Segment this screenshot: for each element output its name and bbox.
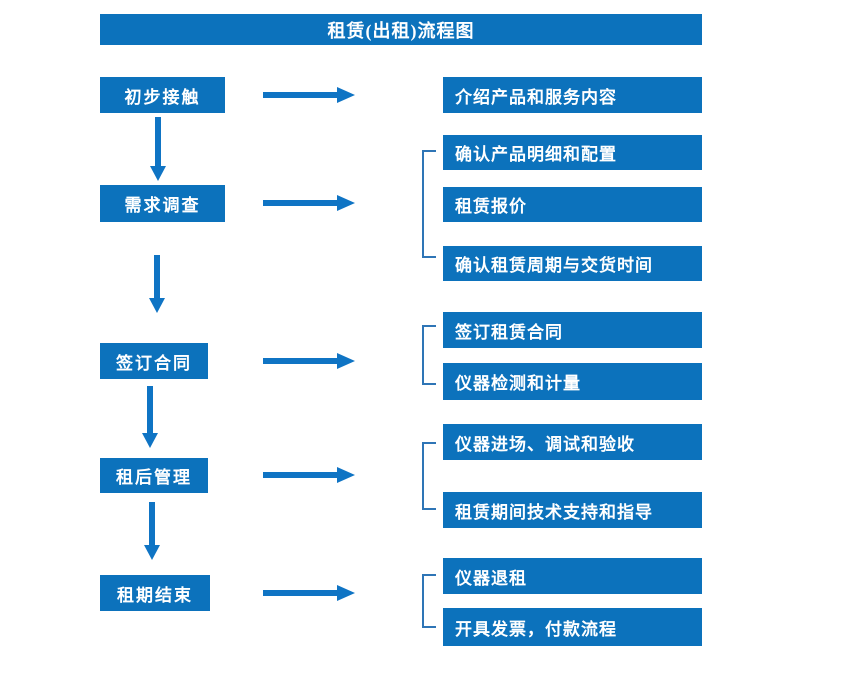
arrow-head — [144, 545, 160, 560]
arrow-down-icon-1 — [150, 117, 166, 181]
arrow-right-icon-4 — [263, 467, 355, 483]
arrow-shaft — [155, 117, 161, 166]
arrow-shaft — [263, 358, 337, 364]
arrow-right-icon-3 — [263, 353, 355, 369]
arrow-shaft — [263, 590, 337, 596]
arrow-right-icon-1 — [263, 87, 355, 103]
arrow-shaft — [154, 255, 160, 298]
output-box-confirm-period-delivery: 确认租赁周期与交货时间 — [443, 246, 702, 281]
arrow-shaft — [263, 200, 337, 206]
arrow-down-icon-4 — [144, 502, 160, 560]
bracket-group-post-rental — [422, 442, 436, 510]
arrow-head — [337, 585, 355, 601]
arrow-shaft — [263, 472, 337, 478]
step-box-sign-contract: 签订合同 — [100, 343, 208, 379]
output-box-instrument-return: 仪器退租 — [443, 558, 702, 594]
arrow-shaft — [147, 386, 153, 433]
arrow-head — [150, 166, 166, 181]
step-box-demand-survey: 需求调查 — [100, 185, 225, 222]
arrow-head — [149, 298, 165, 313]
bracket-group-demand-survey — [422, 150, 436, 258]
arrow-right-icon-5 — [263, 585, 355, 601]
step-box-post-rental-management: 租后管理 — [100, 458, 208, 493]
step-box-initial-contact: 初步接触 — [100, 77, 225, 113]
output-box-instrument-entry-acceptance: 仪器进场、调试和验收 — [443, 424, 702, 460]
output-box-confirm-details: 确认产品明细和配置 — [443, 135, 702, 170]
flowchart-title: 租赁(出租)流程图 — [100, 14, 702, 45]
arrow-down-icon-2 — [149, 255, 165, 313]
arrow-head — [337, 467, 355, 483]
arrow-shaft — [263, 92, 337, 98]
bracket-group-sign-contract — [422, 325, 436, 385]
output-box-technical-support: 租赁期间技术支持和指导 — [443, 492, 702, 528]
output-box-invoice-payment: 开具发票，付款流程 — [443, 608, 702, 646]
bracket-group-rental-end — [422, 574, 436, 628]
output-box-sign-rental-contract: 签订租赁合同 — [443, 312, 702, 348]
arrow-right-icon-2 — [263, 195, 355, 211]
arrow-head — [142, 433, 158, 448]
arrow-shaft — [149, 502, 155, 545]
output-box-rental-quote: 租赁报价 — [443, 187, 702, 222]
arrow-head — [337, 353, 355, 369]
output-box-introduce-products: 介绍产品和服务内容 — [443, 77, 702, 113]
arrow-head — [337, 87, 355, 103]
step-box-rental-end: 租期结束 — [100, 575, 210, 611]
arrow-down-icon-3 — [142, 386, 158, 448]
arrow-head — [337, 195, 355, 211]
output-box-instrument-testing: 仪器检测和计量 — [443, 363, 702, 400]
